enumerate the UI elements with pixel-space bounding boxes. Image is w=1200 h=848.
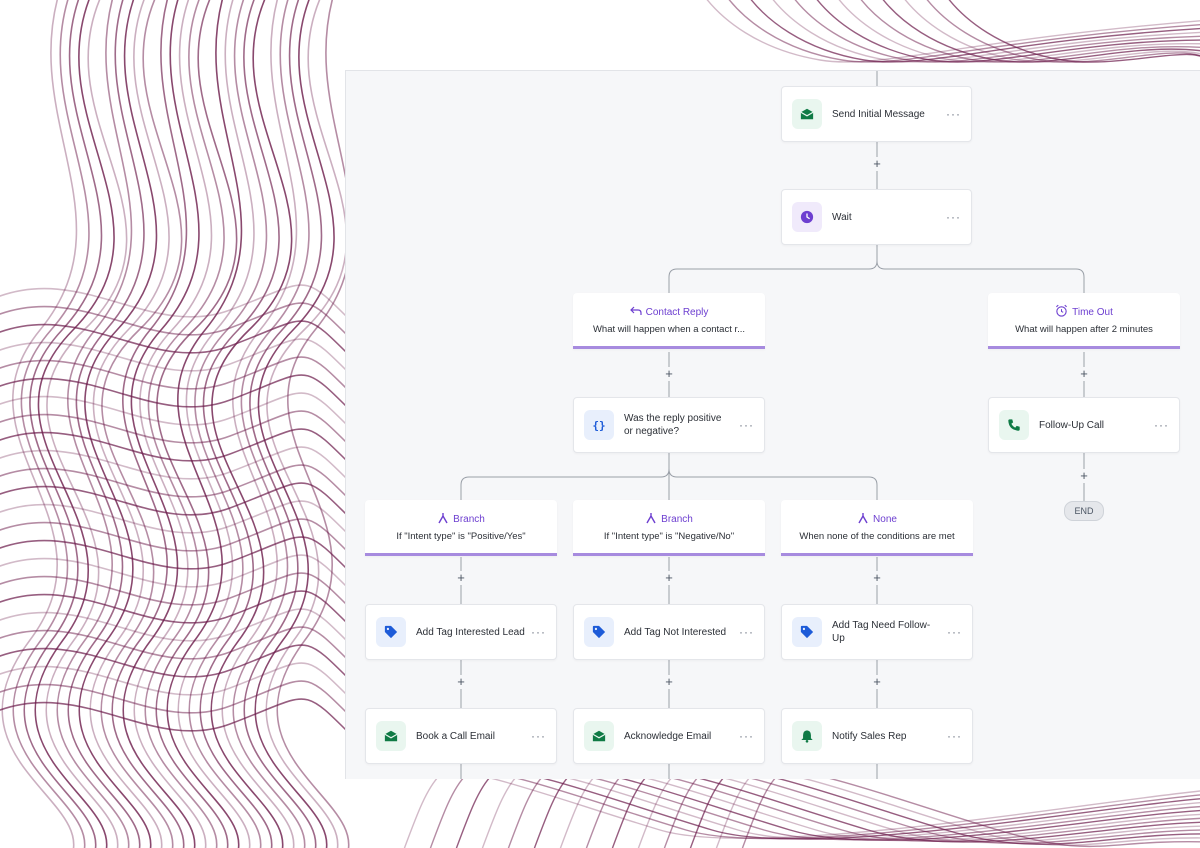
condition-subtitle: What will happen when a contact r... <box>592 324 746 335</box>
condition-subtitle: If "Intent type" is "Negative/No" <box>603 531 735 542</box>
clock-icon <box>792 202 822 232</box>
node-label: Was the reply positive or negative? <box>624 413 722 437</box>
branch-none-condition[interactable]: None When none of the conditions are met <box>781 500 973 556</box>
more-options-button[interactable]: ··· <box>947 625 962 639</box>
phone-icon <box>999 410 1029 440</box>
more-options-button[interactable]: ··· <box>739 418 754 432</box>
add-tag-not-interested-node[interactable]: Add Tag Not Interested ··· <box>573 604 765 660</box>
condition-title: Branch <box>661 513 693 525</box>
svg-text:{}: {} <box>592 419 605 432</box>
condition-title: None <box>873 513 897 525</box>
node-label: Notify Sales Rep <box>832 730 907 742</box>
tag-icon <box>792 617 822 647</box>
alarm-clock-icon <box>1055 304 1068 320</box>
add-step-button[interactable]: + <box>454 675 468 689</box>
follow-up-call-node[interactable]: Follow-Up Call ··· <box>988 397 1180 453</box>
node-label: Wait <box>832 211 852 223</box>
add-step-button[interactable]: + <box>870 157 884 171</box>
book-a-call-email-node[interactable]: Book a Call Email ··· <box>365 708 557 764</box>
condition-subtitle: If "Intent type" is "Positive/Yes" <box>396 531 526 542</box>
branch-negative-condition[interactable]: Branch If "Intent type" is "Negative/No" <box>573 500 765 556</box>
send-initial-message-node[interactable]: Send Initial Message ··· <box>781 86 972 142</box>
more-options-button[interactable]: ··· <box>531 625 546 639</box>
branch-icon <box>857 512 869 527</box>
add-tag-need-follow-up-node[interactable]: Add Tag Need Follow-Up ··· <box>781 604 973 660</box>
add-step-button[interactable]: + <box>870 675 884 689</box>
more-options-button[interactable]: ··· <box>739 625 754 639</box>
add-step-button[interactable]: + <box>662 367 676 381</box>
reply-arrow-icon <box>629 306 642 319</box>
node-label: Add Tag Interested Lead <box>416 626 525 638</box>
add-tag-interested-node[interactable]: Add Tag Interested Lead ··· <box>365 604 557 660</box>
tag-icon <box>376 617 406 647</box>
branch-positive-condition[interactable]: Branch If "Intent type" is "Positive/Yes… <box>365 500 557 556</box>
more-options-button[interactable]: ··· <box>1154 418 1169 432</box>
branch-icon <box>645 512 657 527</box>
more-options-button[interactable]: ··· <box>946 107 961 121</box>
more-options-button[interactable]: ··· <box>531 729 546 743</box>
add-step-button[interactable]: + <box>870 571 884 585</box>
workflow-canvas: Send Initial Message ··· + Wait ··· Cont… <box>345 70 1200 779</box>
envelope-icon <box>792 99 822 129</box>
tag-icon <box>584 617 614 647</box>
node-label: Follow-Up Call <box>1039 419 1105 431</box>
bell-icon <box>792 721 822 751</box>
add-step-button[interactable]: + <box>1077 367 1091 381</box>
notify-sales-rep-node[interactable]: Notify Sales Rep ··· <box>781 708 973 764</box>
code-braces-icon: {} <box>584 410 614 440</box>
more-options-button[interactable]: ··· <box>739 729 754 743</box>
condition-subtitle: When none of the conditions are met <box>799 531 955 542</box>
node-label: Add Tag Need Follow-Up <box>832 620 931 644</box>
branch-icon <box>437 512 449 527</box>
node-label: Send Initial Message <box>832 108 925 120</box>
time-out-condition[interactable]: Time Out What will happen after 2 minute… <box>988 293 1180 349</box>
condition-title: Contact Reply <box>645 306 709 318</box>
add-step-button[interactable]: + <box>662 675 676 689</box>
wait-node[interactable]: Wait ··· <box>781 189 972 245</box>
condition-title: Branch <box>453 513 485 525</box>
add-step-button[interactable]: + <box>662 571 676 585</box>
envelope-icon <box>376 721 406 751</box>
intent-check-node[interactable]: {} Was the reply positive or negative? ·… <box>573 397 765 453</box>
node-label: Acknowledge Email <box>624 730 712 742</box>
envelope-icon <box>584 721 614 751</box>
add-step-button[interactable]: + <box>454 571 468 585</box>
more-options-button[interactable]: ··· <box>947 729 962 743</box>
acknowledge-email-node[interactable]: Acknowledge Email ··· <box>573 708 765 764</box>
node-label: Book a Call Email <box>416 730 495 742</box>
end-marker: END <box>1064 501 1104 521</box>
contact-reply-condition[interactable]: Contact Reply What will happen when a co… <box>573 293 765 349</box>
node-label: Add Tag Not Interested <box>624 626 727 638</box>
condition-title: Time Out <box>1072 306 1113 318</box>
add-step-button[interactable]: + <box>1077 469 1091 483</box>
more-options-button[interactable]: ··· <box>946 210 961 224</box>
condition-subtitle: What will happen after 2 minutes <box>1015 324 1153 335</box>
